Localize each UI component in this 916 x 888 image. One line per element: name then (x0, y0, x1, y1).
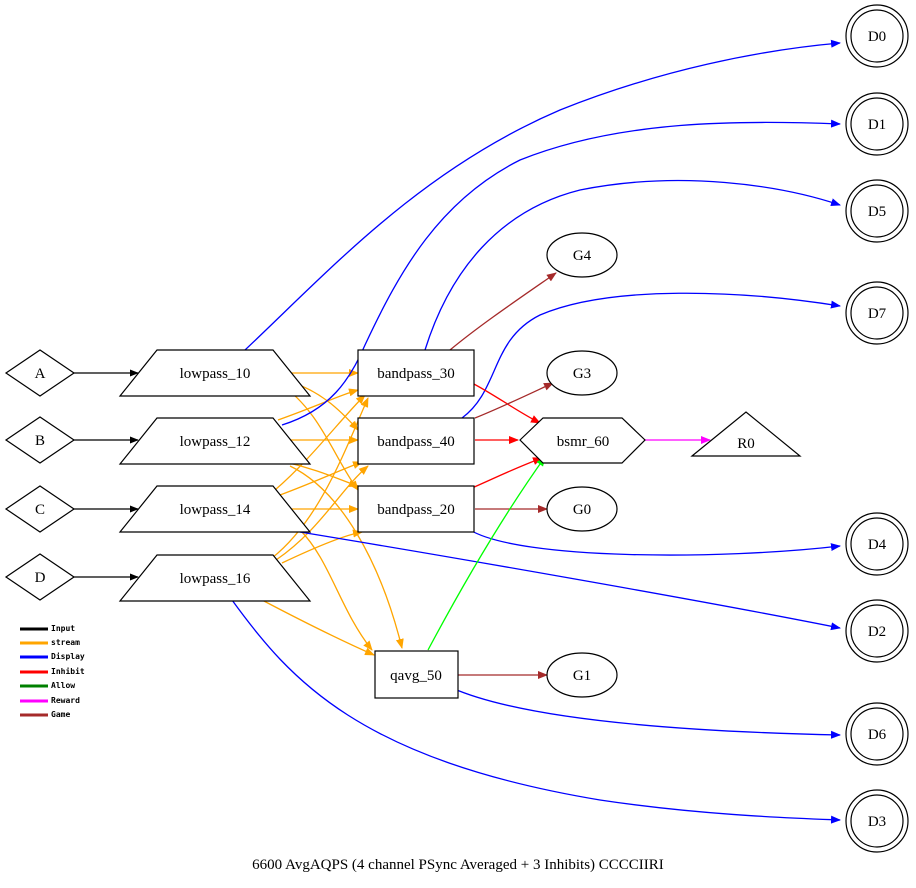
legend-item-stream: stream (20, 638, 80, 647)
bsmr-60-node: bsmr_60 (519, 417, 646, 464)
legend-label-input: Input (51, 624, 75, 633)
edge-bp40-d7 (461, 292, 841, 419)
qavg-50-node: qavg_50 (374, 650, 459, 699)
edge-bp20-d4 (469, 529, 841, 556)
input-node-a: A (4, 349, 76, 397)
g4-label: G4 (573, 248, 592, 264)
legend-item-display: Display (20, 651, 85, 661)
lowpass-12-label: lowpass_12 (180, 434, 251, 450)
legend-item-game: Game (20, 710, 70, 719)
legend-label-inhibit: Inhibit (51, 666, 85, 676)
edge-lp10-d0 (244, 39, 841, 351)
d5-label: D5 (868, 204, 886, 220)
edge-lp14-bp30 (274, 394, 366, 491)
lowpass-16-label: lowpass_16 (180, 571, 251, 587)
edge-lp16-bp40 (275, 465, 369, 561)
r0-label: R0 (737, 436, 755, 452)
edge-lp14-bp40 (279, 461, 363, 496)
edge-bp20-bsmr60 (471, 457, 543, 489)
d3-label: D3 (868, 814, 886, 830)
d2-label: D2 (868, 624, 886, 640)
inhibit-edges (471, 382, 543, 489)
edge-bp30-d5 (424, 179, 841, 351)
game-g3-node: G3 (546, 350, 618, 396)
d0-label: D0 (868, 29, 886, 45)
display-d1-node: D1 (845, 92, 909, 156)
display-d6-node: D6 (845, 702, 909, 766)
qavg-50-label: qavg_50 (390, 668, 442, 684)
legend: Input stream Display Inhibit Allow Rewar… (20, 624, 85, 719)
game-g4-node: G4 (546, 232, 618, 278)
d4-label: D4 (868, 537, 887, 553)
legend-label-stream: stream (51, 638, 80, 647)
display-d5-node: D5 (845, 179, 909, 243)
display-d3-node: D3 (845, 789, 909, 853)
legend-item-reward: Reward (20, 696, 80, 705)
reward-r0-node: R0 (690, 411, 802, 457)
legend-label-display: Display (51, 651, 85, 661)
input-node-d: D (4, 553, 76, 601)
legend-label-allow: Allow (51, 681, 75, 690)
input-node-b: B (4, 416, 76, 464)
edge-bp30-g4 (449, 272, 557, 351)
input-d-label: D (35, 570, 46, 586)
display-d7-node: D7 (845, 281, 909, 345)
lowpass-16-node: lowpass_16 (118, 554, 312, 602)
edge-lp14-d2 (299, 531, 841, 631)
edge-qavg50-d6 (451, 687, 841, 739)
edge-bp30-bsmr60 (471, 382, 541, 424)
edge-lp14-qavg50 (299, 529, 373, 651)
display-d0-node: D0 (845, 4, 909, 68)
legend-item-inhibit: Inhibit (20, 666, 85, 676)
input-b-label: B (35, 433, 45, 449)
lowpass-12-node: lowpass_12 (118, 417, 312, 465)
bsmr-60-label: bsmr_60 (557, 434, 610, 450)
game-g0-node: G0 (546, 486, 618, 532)
lowpass-10-label: lowpass_10 (180, 366, 251, 382)
edge-bp40-g3 (474, 382, 554, 419)
d6-label: D6 (868, 727, 887, 743)
g1-label: G1 (573, 668, 591, 684)
edge-lp16-bp30 (271, 397, 369, 559)
diagram-caption: 6600 AvgAQPS (4 channel PSync Averaged +… (252, 857, 664, 873)
legend-label-reward: Reward (51, 696, 80, 705)
display-edges (231, 39, 841, 824)
edge-lp16-qavg50 (261, 599, 375, 656)
lowpass-10-node: lowpass_10 (118, 349, 312, 397)
edge-lp16-d3 (231, 599, 841, 824)
display-d2-node: D2 (845, 599, 909, 663)
bandpass-30-label: bandpass_30 (377, 366, 455, 382)
bandpass-40-node: bandpass_40 (357, 417, 475, 465)
d1-label: D1 (868, 117, 886, 133)
lowpass-14-label: lowpass_14 (180, 502, 251, 518)
edge-lp16-bp20 (281, 529, 363, 564)
bandpass-20-label: bandpass_20 (377, 502, 455, 518)
game-g1-node: G1 (546, 652, 618, 698)
g0-label: G0 (573, 502, 591, 518)
g3-label: G3 (573, 366, 591, 382)
legend-label-game: Game (51, 710, 70, 719)
edge-lp12-d1 (281, 119, 841, 426)
bandpass-20-node: bandpass_20 (357, 485, 475, 533)
edge-qavg50-bsmr60 (427, 456, 546, 651)
game-edges (449, 272, 557, 679)
bandpass-40-label: bandpass_40 (377, 434, 455, 450)
lowpass-14-node: lowpass_14 (118, 485, 312, 533)
legend-item-input: Input (20, 624, 75, 633)
input-c-label: C (35, 502, 45, 518)
input-a-label: A (35, 366, 46, 382)
legend-item-allow: Allow (20, 681, 75, 690)
input-node-c: C (4, 485, 76, 533)
d7-label: D7 (868, 306, 887, 322)
bandpass-30-node: bandpass_30 (357, 349, 475, 397)
display-d4-node: D4 (845, 512, 909, 576)
